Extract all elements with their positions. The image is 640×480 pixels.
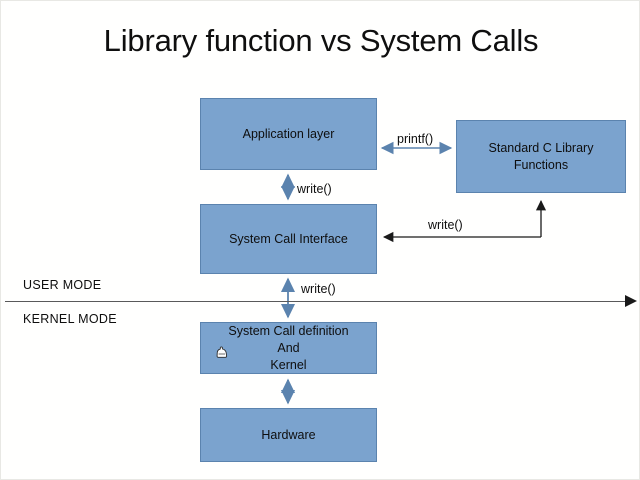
label-kernel-mode: KERNEL MODE: [23, 312, 117, 326]
box-standard-c-library-label-line1: Standard C Library: [488, 140, 594, 155]
hand-cursor-icon: [216, 346, 228, 358]
mode-divider-line: [5, 301, 631, 302]
label-printf: printf(): [397, 132, 434, 146]
box-application-layer-label: Application layer: [242, 126, 335, 141]
box-system-call-definition-label-line3: Kernel: [270, 357, 307, 372]
label-write-lib-to-syscall: write(): [428, 218, 463, 232]
box-system-call-interface-label: System Call Interface: [229, 231, 348, 246]
box-standard-c-library-label-line2: Functions: [513, 157, 569, 172]
box-system-call-definition[interactable]: System Call definition And Kernel: [200, 322, 377, 374]
box-system-call-definition-label-line1: System Call definition: [228, 323, 349, 338]
label-user-mode: USER MODE: [23, 278, 102, 292]
box-system-call-interface[interactable]: System Call Interface: [200, 204, 377, 274]
label-write-syscall-to-kernel: write(): [301, 282, 336, 296]
label-write-app-to-syscall: write(): [297, 182, 332, 196]
mode-divider-arrowhead-icon: [625, 295, 637, 307]
box-hardware-label: Hardware: [261, 427, 316, 442]
page-title: Library function vs System Calls: [103, 23, 539, 58]
box-system-call-definition-label-line2: And: [277, 340, 300, 355]
box-hardware[interactable]: Hardware: [200, 408, 377, 462]
box-standard-c-library[interactable]: Standard C Library Functions: [456, 120, 626, 193]
box-application-layer[interactable]: Application layer: [200, 98, 377, 170]
